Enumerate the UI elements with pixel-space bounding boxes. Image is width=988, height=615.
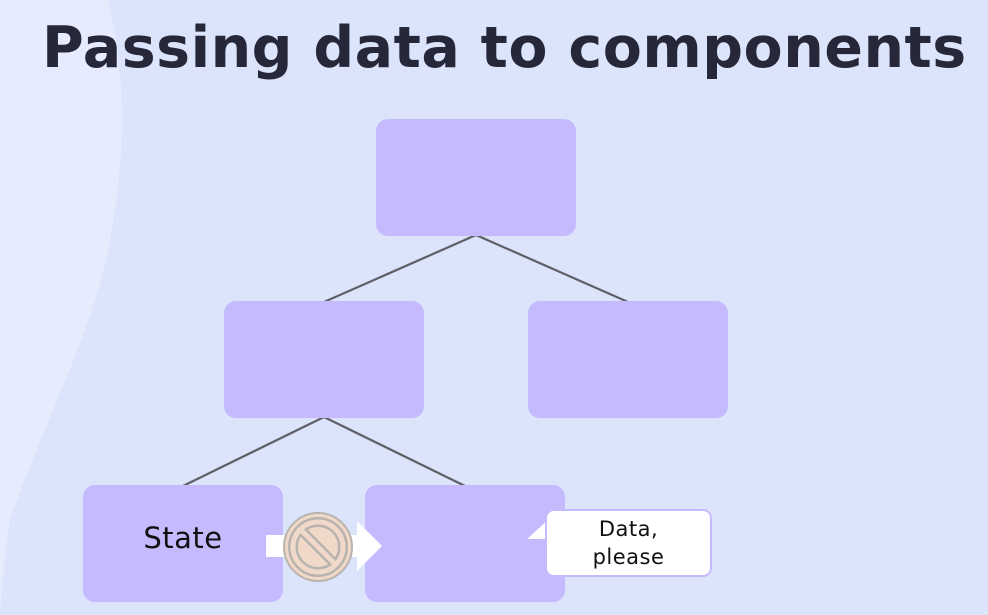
component-node-middle-left	[224, 301, 424, 418]
component-node-sibling	[365, 485, 565, 602]
component-node-middle-right	[528, 301, 728, 418]
speech-bubble: Data, please	[545, 509, 712, 577]
connector-root-to-mid-right	[475, 233, 629, 304]
component-node-state: State	[83, 485, 283, 602]
connector-mid-left-to-sibling	[323, 416, 466, 487]
connector-root-to-mid-left	[323, 233, 477, 304]
speech-bubble-text: Data, please	[592, 517, 665, 569]
state-label: State	[143, 521, 223, 555]
prohibited-icon	[283, 512, 353, 582]
component-node-root	[376, 119, 576, 236]
speech-bubble-tail	[527, 519, 549, 539]
connector-mid-left-to-state	[182, 416, 325, 487]
page-title: Passing data to components	[42, 15, 967, 81]
